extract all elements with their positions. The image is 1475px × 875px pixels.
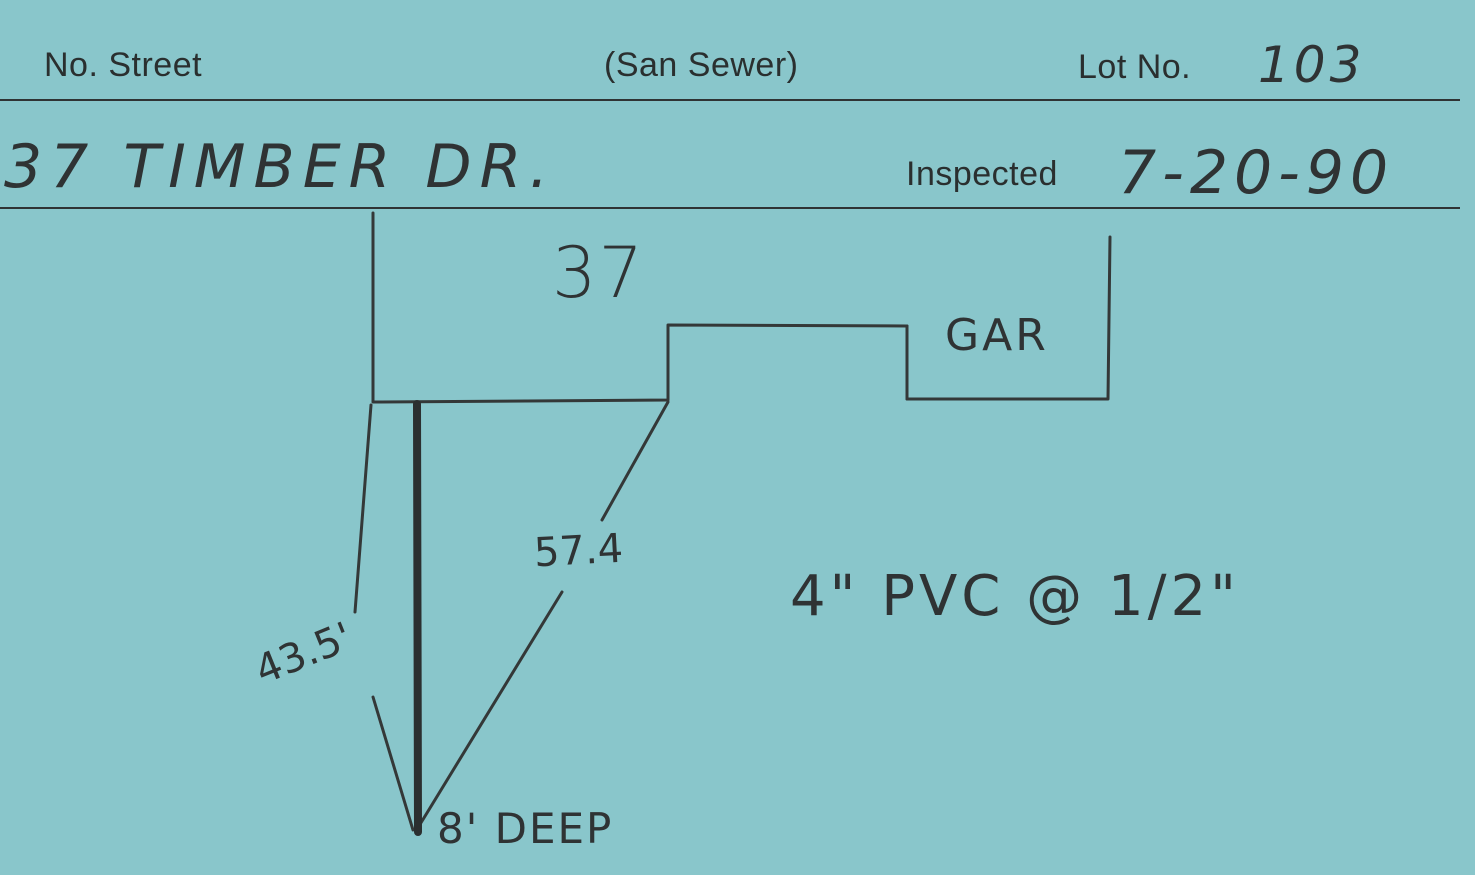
- header-rule-top: [0, 99, 1460, 101]
- house-number-label: 37: [552, 232, 646, 314]
- street-label: No. Street: [44, 46, 203, 84]
- lot-value: 103: [1258, 36, 1366, 94]
- garage-label: GAR: [945, 310, 1049, 361]
- inspected-date: 7-20-90: [1118, 138, 1395, 208]
- sewer-pipe-line: [413, 400, 422, 836]
- header-rule-bottom: [0, 207, 1460, 209]
- sewer-type-label: (San Sewer): [604, 46, 799, 84]
- measure-right-label: 57.4: [532, 525, 625, 577]
- measure-right-line-lower: [417, 590, 564, 828]
- pipe-note: 4" PVC @ 1/2": [790, 564, 1240, 629]
- depth-note: 8' DEEP: [437, 804, 614, 853]
- address-value: 37 TIMBER DR.: [4, 132, 557, 202]
- measure-left-line-lower: [371, 695, 415, 832]
- lot-label: Lot No.: [1078, 48, 1192, 86]
- house-outline: [371, 211, 1112, 404]
- inspected-label: Inspected: [906, 155, 1058, 193]
- measure-right-line-upper: [600, 400, 670, 522]
- measure-left-line: [353, 403, 373, 614]
